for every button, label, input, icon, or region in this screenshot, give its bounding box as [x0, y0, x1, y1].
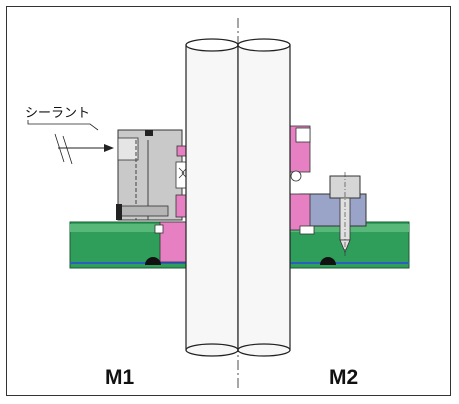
m2-label: M2	[329, 366, 359, 389]
shaft-left	[185, 38, 239, 357]
m1-wedge	[145, 257, 161, 265]
m2-bolt	[329, 172, 361, 256]
shaft-right	[237, 38, 291, 357]
m2-seal-lower	[299, 225, 336, 265]
sealant-arrow	[27, 120, 114, 165]
m1-gland-block	[116, 129, 183, 221]
sealant-label: シーラント	[25, 105, 91, 120]
m1-label: M1	[105, 366, 135, 389]
